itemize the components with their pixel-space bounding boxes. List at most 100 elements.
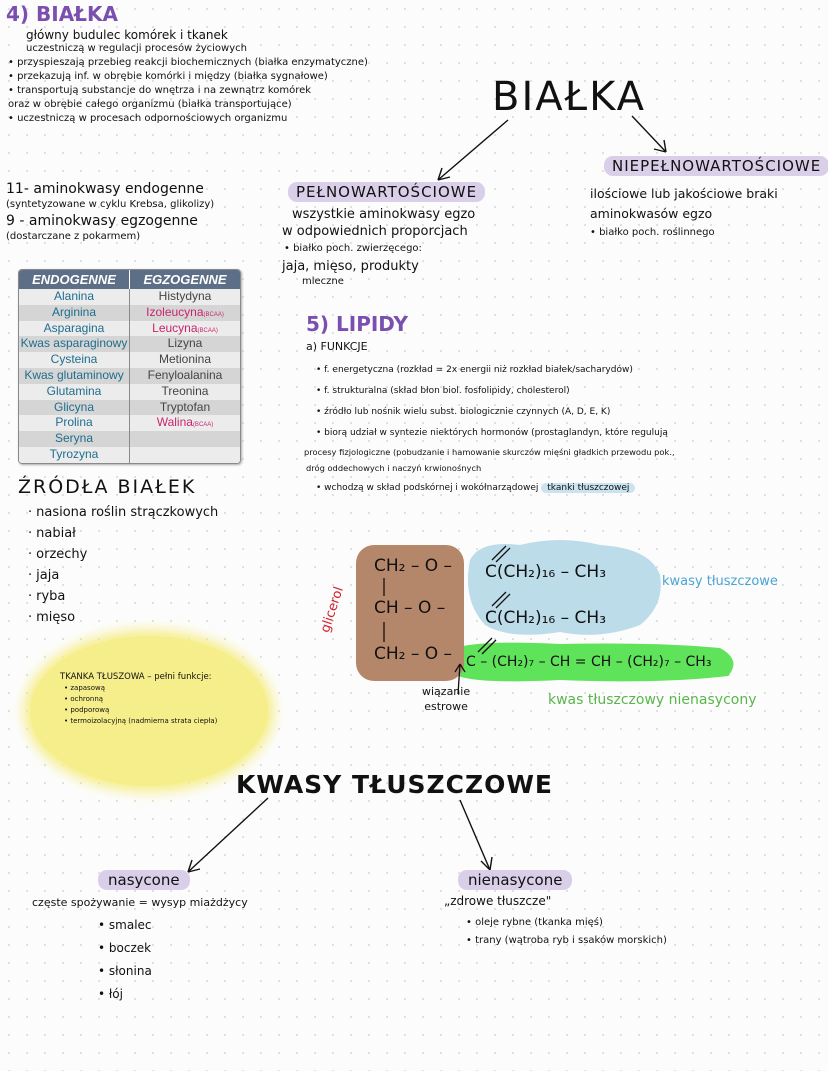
protein-sources-heading: ŹRÓDŁA BIAŁEK xyxy=(18,476,197,498)
adipose-notes: TKANKA TŁUSZOWA – pełni funkcje: • zapas… xyxy=(60,672,217,727)
lipid-function: dróg oddechowych i naczyń krwionośnych xyxy=(306,463,482,473)
arrow-to-complete xyxy=(437,119,509,181)
endogenous-aminoacid: Asparagina xyxy=(19,320,130,337)
tg-row-1-chain: C(CH₂)₁₆ – CH₃ xyxy=(485,562,607,582)
unsaturated-label: kwas tłuszczowy nienasycony xyxy=(548,692,757,708)
source-item: mięso xyxy=(28,607,218,628)
fatty-acids-label: kwasy tłuszczowe xyxy=(662,574,778,589)
exogenous-aminoacid-name: Fenyloalanina xyxy=(147,367,223,382)
complete-protein-label: PEŁNOWARTOŚCIOWE xyxy=(288,182,486,202)
exogenous-aminoacid: Fenyloalanina xyxy=(130,368,240,384)
ester-label-1: wiązanie xyxy=(422,685,471,698)
exogenous-aminoacid: Leucyna(BCAA) xyxy=(130,321,240,337)
protein-function: oraz w obrębie całego organizmu (białka … xyxy=(8,99,292,110)
tg-row-3-left: CH₂ – O – xyxy=(374,644,453,664)
bialka-title: BIAŁKA xyxy=(492,74,646,120)
endogenous-aminoacid: Alanina xyxy=(19,289,130,305)
endogenous-aminoacid: Seryna xyxy=(19,431,130,447)
lipid-function: • wchodzą w skład podskórnej i wokółnarz… xyxy=(316,476,675,500)
aminoacid-table-row: Seryna xyxy=(19,431,240,447)
glycerol-block xyxy=(356,545,464,681)
exogenous-aminoacid-name: Tryptofan xyxy=(159,399,211,414)
saturated-list: • smalec • boczek • słonina • łój xyxy=(98,914,152,1006)
aminoacid-table-row: Prolina Walina(BCAA) xyxy=(19,415,240,432)
lipid-function: • f. energetyczna (rozkład = 2x energii … xyxy=(316,365,633,375)
protein-function: uczestniczą w regulacji procesów życiowy… xyxy=(26,43,247,54)
exogenous-aminoacid-name: Izoleucyna xyxy=(146,304,204,319)
ester-label-2: estrowe xyxy=(424,700,468,713)
arrow-to-saturated xyxy=(187,797,269,873)
aminoacids-line: 11- aminokwasy endogenne xyxy=(6,181,204,197)
tg-row-1-left: CH₂ – O – xyxy=(374,556,453,576)
aminoacid-table-row: Kwas glutaminowy Fenyloalanina xyxy=(19,367,240,384)
aminoacids-line: 9 - aminokwasy egzogenne xyxy=(6,213,198,229)
endogenous-aminoacid: Prolina xyxy=(19,415,130,432)
unsaturated-desc: „zdrowe tłuszcze" xyxy=(444,894,552,908)
aminoacid-table-row: Glicyna Tryptofan xyxy=(19,399,240,416)
complete-line: wszystkie aminokwasy egzo xyxy=(292,207,476,222)
source-item: orzechy xyxy=(28,544,218,565)
fatty-acids-title: KWASY TŁUSZCZOWE xyxy=(236,770,554,799)
exogenous-aminoacid: Lizyna xyxy=(130,336,240,352)
endogenous-aminoacid: Cysteina xyxy=(19,352,130,368)
protein-function: • przekazują inf. w obrębie komórki i mi… xyxy=(8,71,328,82)
lipid-function: procesy fizjologiczne (pobudzanie i hamo… xyxy=(304,447,675,457)
exogenous-aminoacid: Tryptofan xyxy=(130,400,240,416)
incomplete-line: aminokwasów egzo xyxy=(590,206,713,221)
protein-function: • przyspieszają przebieg reakcji biochem… xyxy=(8,57,368,68)
source-item: jaja xyxy=(28,565,218,586)
bcaa-tag: (BCAA) xyxy=(192,422,214,429)
fatty-acid-blue-cloud xyxy=(467,540,661,635)
aminoacid-table-row: Arginina Izoleucyna(BCAA) xyxy=(19,304,240,321)
source-item: nabiał xyxy=(28,523,218,544)
incomplete-protein-label: NIEPEŁNOWARTOŚCIOWE xyxy=(604,156,828,176)
unsaturated-item: • trany (wątroba ryb i ssaków morskich) xyxy=(466,935,667,946)
source-item: ryba xyxy=(28,586,218,607)
complete-protein-desc: wszystkie aminokwasy egzo w odpowiednich… xyxy=(282,206,475,289)
unsaturated-green-band xyxy=(451,642,734,682)
exogenous-aminoacid-name: Histydyna xyxy=(158,289,212,303)
ester-bond-label: wiązanie estrowe xyxy=(422,684,470,714)
aminoacids-line: (syntetyzowane w cyklu Krebsa, glikolizy… xyxy=(6,199,215,210)
aminoacids-line: (dostarczane z pokarmem) xyxy=(6,231,141,242)
tg-row-2-chain: C(CH₂)₁₆ – CH₃ xyxy=(485,608,607,628)
aminoacids-notes: 11- aminokwasy endogenne (syntetyzowane … xyxy=(6,180,214,244)
protein-function: • transportują substancje do wnętrza i n… xyxy=(8,85,312,96)
saturated-label: nasycone xyxy=(98,870,190,890)
endogenous-aminoacid: Glicyna xyxy=(19,399,130,416)
complete-line: w odpowiednich proporcjach xyxy=(282,224,468,239)
exogenous-aminoacid: Metionina xyxy=(130,352,240,368)
adipose-highlight: tkanki tłuszczowej xyxy=(541,483,636,493)
endogenous-aminoacid: Arginina xyxy=(19,304,130,321)
incomplete-line: ilościowe lub jakościowe braki xyxy=(590,186,778,201)
aminoacid-table-row: Alanina Histydyna xyxy=(19,289,240,305)
exogenous-aminoacid-name: Walina xyxy=(156,415,193,430)
incomplete-line: • białko poch. roślinnego xyxy=(590,227,715,238)
arrow-to-unsaturated xyxy=(459,799,491,871)
exogenous-aminoacid: Treonina xyxy=(130,384,240,400)
aminoacid-table-row: Cysteina Metionina xyxy=(19,352,240,368)
protein-sources-list: nasiona roślin strączkowych nabiał orzec… xyxy=(28,502,218,628)
unsaturated-list: • oleje rybne (tkanka mięś) • trany (wąt… xyxy=(466,914,667,950)
unsaturated-fa-label: nienasycone xyxy=(458,870,573,890)
bcaa-tag: (BCAA) xyxy=(203,311,224,318)
exogenous-aminoacid-name: Metionina xyxy=(158,352,212,367)
complete-line: • białko poch. zwierzęcego: xyxy=(284,243,422,254)
saturated-item: • smalec xyxy=(98,918,152,932)
tg-row-2-left: CH – O – xyxy=(374,598,446,618)
lipids-heading: 5) LIPIDY xyxy=(306,312,408,336)
lipid-function: • źródło lub nośnik wielu subst. biologi… xyxy=(316,407,611,417)
lipids-subheading: a) FUNKCJE xyxy=(306,340,368,353)
adipose-cloud xyxy=(30,636,268,786)
endogenous-aminoacid: Kwas glutaminowy xyxy=(19,367,130,384)
exogenous-aminoacid-name: Lizyna xyxy=(167,336,203,351)
proteins-heading: 4) BIAŁKA xyxy=(6,2,119,26)
lipid-function: • f. strukturalna (skład błon biol. fosf… xyxy=(316,386,570,396)
unsaturated-item: • oleje rybne (tkanka mięś) xyxy=(466,917,603,928)
exogenous-aminoacid-name: Leucyna xyxy=(152,320,198,335)
